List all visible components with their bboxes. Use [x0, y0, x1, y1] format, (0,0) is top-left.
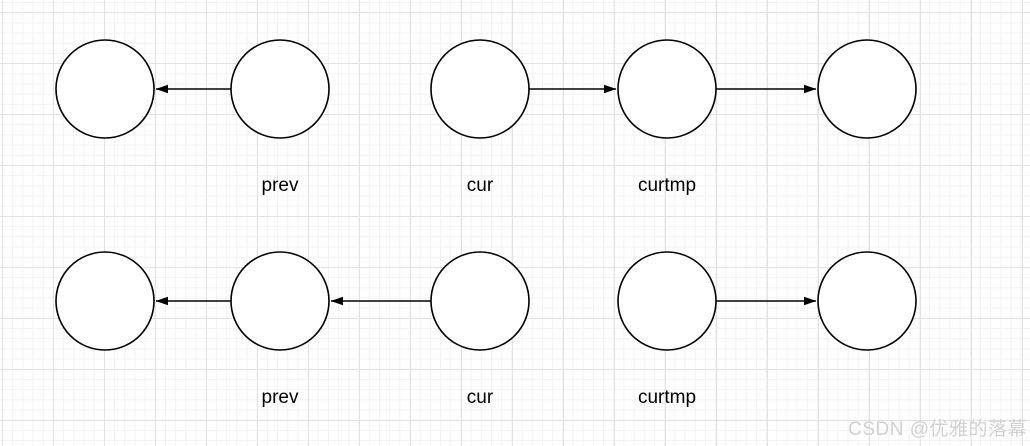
csdn-watermark: CSDN @优雅的落幕 [848, 419, 1027, 440]
pointer-label-cur-step-1: cur [467, 175, 494, 196]
pointer-label-prev-step-2: prev [262, 387, 299, 408]
list-node-n1-step-1 [55, 39, 155, 139]
pointer-label-prev-step-1: prev [262, 175, 299, 196]
list-node-n3-step-2 [430, 251, 530, 351]
list-node-n2-step-2 [230, 251, 330, 351]
list-node-n3-step-1 [430, 39, 530, 139]
pointer-label-curtmp-step-2: curtmp [638, 387, 696, 408]
list-node-n5-step-2 [817, 251, 917, 351]
list-node-n4-step-2 [617, 251, 717, 351]
pointer-label-cur-step-2: cur [467, 387, 494, 408]
list-node-n1-step-2 [55, 251, 155, 351]
list-node-n2-step-1 [230, 39, 330, 139]
pointer-label-curtmp-step-1: curtmp [638, 175, 696, 196]
list-node-n4-step-1 [617, 39, 717, 139]
list-node-n5-step-1 [817, 39, 917, 139]
